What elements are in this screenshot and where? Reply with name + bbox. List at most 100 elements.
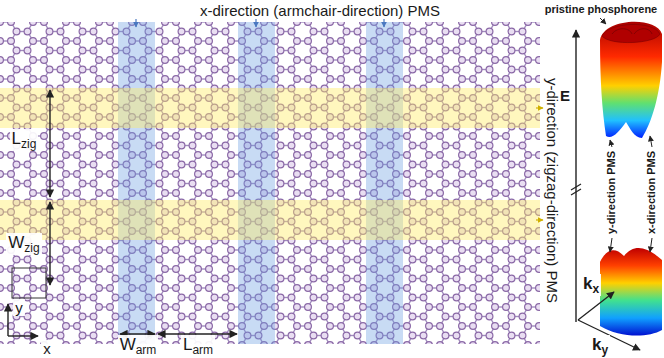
phosphorus-atom: [112, 47, 119, 54]
phosphorus-atom: [74, 38, 81, 45]
phosphorus-atom: [536, 76, 540, 83]
phosphorus-atom: [13, 66, 20, 73]
phosphorus-atom: [486, 47, 493, 54]
phosphorus-atom: [492, 57, 499, 64]
phosphorus-atom: [459, 22, 466, 25]
phosphorus-atom: [211, 47, 218, 54]
phosphorus-atom: [222, 66, 229, 73]
phosphorus-atom: [222, 47, 229, 54]
phosphorus-atom: [475, 66, 482, 73]
phosphorus-atom: [360, 57, 367, 64]
phosphorus-atom: [503, 22, 510, 25]
phosphorus-atom: [470, 76, 477, 83]
phosphorus-atom: [8, 22, 15, 25]
phosphorus-atom: [195, 22, 202, 25]
phosphorus-atom: [0, 38, 3, 45]
phosphorus-atom: [327, 57, 334, 64]
phosphorus-atom: [162, 38, 169, 45]
phosphorus-atom: [404, 38, 411, 45]
phosphorus-atom: [310, 66, 317, 73]
phosphorus-atom: [228, 76, 235, 83]
phosphorus-atom: [305, 38, 312, 45]
phosphorus-atom: [206, 57, 213, 64]
phosphorus-atom: [96, 76, 103, 83]
phosphorus-atom: [508, 47, 515, 54]
phosphorus-atom: [475, 47, 482, 54]
phosphorus-atom: [360, 22, 367, 25]
phosphorus-atom: [211, 28, 218, 35]
phosphorus-atom: [173, 76, 180, 83]
phosphorus-atom: [228, 57, 235, 64]
phosphorus-atom: [404, 22, 411, 25]
phosphorus-atom: [41, 22, 48, 25]
phosphorus-atom: [492, 76, 499, 83]
phosphorus-atom: [409, 28, 416, 35]
phosphorus-atom: [525, 76, 532, 83]
phosphorus-atom: [453, 66, 460, 73]
phosphorus-atom: [107, 38, 114, 45]
phosphorus-atom: [519, 66, 526, 73]
phosphorus-atom: [492, 22, 499, 25]
phosphorus-atom: [41, 38, 48, 45]
phosphorus-atom: [107, 57, 114, 64]
phosphorus-atom: [294, 57, 301, 64]
phosphorus-atom: [178, 47, 185, 54]
phosphorus-atom: [46, 28, 53, 35]
phosphorus-atom: [503, 76, 510, 83]
phosphorus-atom: [24, 66, 31, 73]
phosphorus-atom: [74, 57, 81, 64]
phosphorus-atom: [437, 76, 444, 83]
phosphorus-atom: [536, 22, 540, 25]
phosphorus-atom: [327, 22, 334, 25]
phosphorus-atom: [420, 47, 427, 54]
phosphorus-atom: [321, 28, 328, 35]
phosphorus-atom: [310, 47, 317, 54]
phosphorus-atom: [211, 66, 218, 73]
phosphorus-atom: [470, 57, 477, 64]
phosphorus-atom: [79, 47, 86, 54]
phosphorus-atom: [41, 76, 48, 83]
phosphorus-atom: [57, 47, 64, 54]
phosphorus-atom: [508, 28, 515, 35]
phosphorus-atom: [305, 76, 312, 83]
phosphorus-atom: [338, 38, 345, 45]
phosphorus-atom: [354, 28, 361, 35]
phosphorus-atom: [437, 38, 444, 45]
phosphorus-atom: [277, 47, 284, 54]
phosphorus-atom: [206, 38, 213, 45]
phosphorus-atom: [46, 47, 53, 54]
phosphorus-atom: [195, 76, 202, 83]
phosphorus-atom: [470, 22, 477, 25]
phosphorus-atom: [321, 66, 328, 73]
phosphorus-atom: [508, 66, 515, 73]
phosphorus-atom: [294, 22, 301, 25]
phosphorus-atom: [343, 66, 350, 73]
phosphorus-atom: [437, 22, 444, 25]
phosphorus-atom: [107, 22, 114, 25]
phosphorus-atom: [277, 28, 284, 35]
phosphorus-atom: [525, 57, 532, 64]
phosphorus-atom: [536, 57, 540, 64]
phosphorus-atom: [519, 28, 526, 35]
phosphorus-atom: [338, 57, 345, 64]
phosphorus-atom: [459, 76, 466, 83]
phosphorus-atom: [327, 38, 334, 45]
phosphorus-atom: [63, 38, 70, 45]
phosphorus-atom: [206, 76, 213, 83]
phosphorus-atom: [327, 76, 334, 83]
phosphorus-atom: [228, 38, 235, 45]
phosphorus-atom: [173, 57, 180, 64]
phosphorus-atom: [189, 47, 196, 54]
phosphorus-atom: [409, 47, 416, 54]
phosphorus-atom: [442, 28, 449, 35]
phosphorus-atom: [519, 47, 526, 54]
phosphorus-atom: [206, 22, 213, 25]
phosphorus-atom: [426, 57, 433, 64]
phosphorus-atom: [63, 22, 70, 25]
phosphorus-atom: [470, 38, 477, 45]
phosphorus-atom: [277, 66, 284, 73]
phosphorus-atom: [228, 22, 235, 25]
phosphorus-atom: [404, 76, 411, 83]
phosphorus-atom: [13, 47, 20, 54]
